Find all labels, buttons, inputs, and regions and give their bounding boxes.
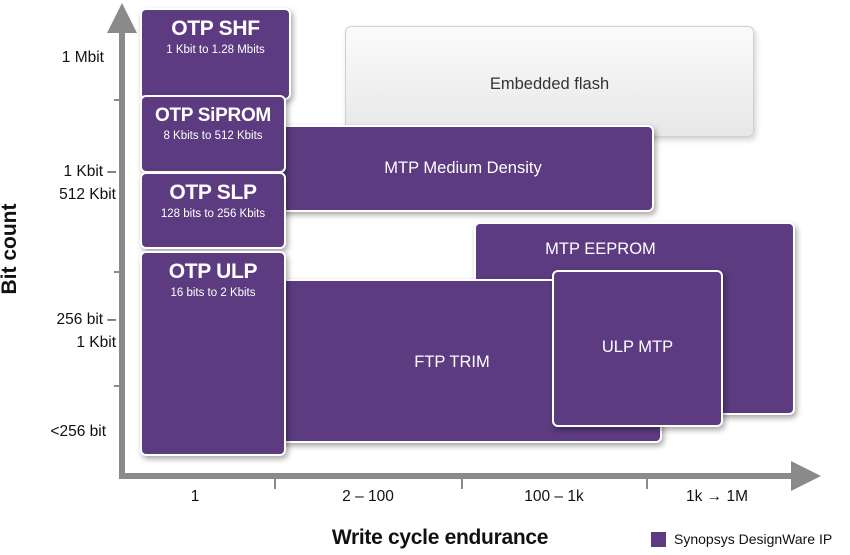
x-label-1: 1 [190,488,200,505]
otp-shf-box: OTP SHF 1 Kbit to 1.28 Mbits [140,8,291,100]
mtp-medium-density-label: MTP Medium Density [384,159,542,177]
ulp-mtp-label: ULP MTP [601,338,674,356]
ftp-trim-label: FTP TRIM [414,353,490,371]
otp-slp-title: OTP SLP [169,181,257,204]
otp-siprom-range: 8 Kbits to 512 Kbits [163,130,263,142]
otp-shf-title: OTP SHF [171,17,260,40]
otp-slp-range: 128 bits to 256 Kbits [160,208,266,220]
otp-ulp-range: 16 bits to 2 Kbits [170,287,256,299]
x-label-2-100: 2 – 100 [342,488,394,505]
otp-siprom-title: OTP SiPROM [155,105,271,126]
legend-label: Synopsys DesignWare IP [674,531,833,547]
otp-ulp-title: OTP ULP [168,260,258,283]
mtp-eeprom-label: MTP EEPROM [545,240,656,258]
otp-shf-range: 1 Kbit to 1.28 Mbits [166,44,265,56]
mtp-medium-density-box: MTP Medium Density [272,125,654,212]
y-label-256bit-1kbit: 256 bit – 1 Kbit [56,311,116,351]
embedded-flash-box: Embedded flash [345,26,754,137]
otp-slp-box: OTP SLP 128 bits to 256 Kbits [140,172,286,249]
y-label-1kbit-512kbit: 1 Kbit – 512 Kbit [59,163,116,203]
x-label-1k-1m: 1k → 1M [685,488,748,505]
y-label-lt256bit: <256 bit [50,423,106,440]
otp-siprom-box: OTP SiPROM 8 Kbits to 512 Kbits [140,95,286,173]
x-label-100-1k: 100 – 1k [524,488,584,505]
otp-ulp-box: OTP ULP 16 bits to 2 Kbits [140,251,286,456]
legend-swatch [651,531,666,547]
embedded-flash-label: Embedded flash [489,75,610,93]
y-label-1mbit: 1 Mbit [61,49,104,66]
y-axis-title: Bit count [0,203,21,295]
legend: Synopsys DesignWare IP [651,531,832,547]
x-axis-title: Write cycle endurance [331,526,549,549]
ulp-mtp-box: ULP MTP [552,270,723,427]
